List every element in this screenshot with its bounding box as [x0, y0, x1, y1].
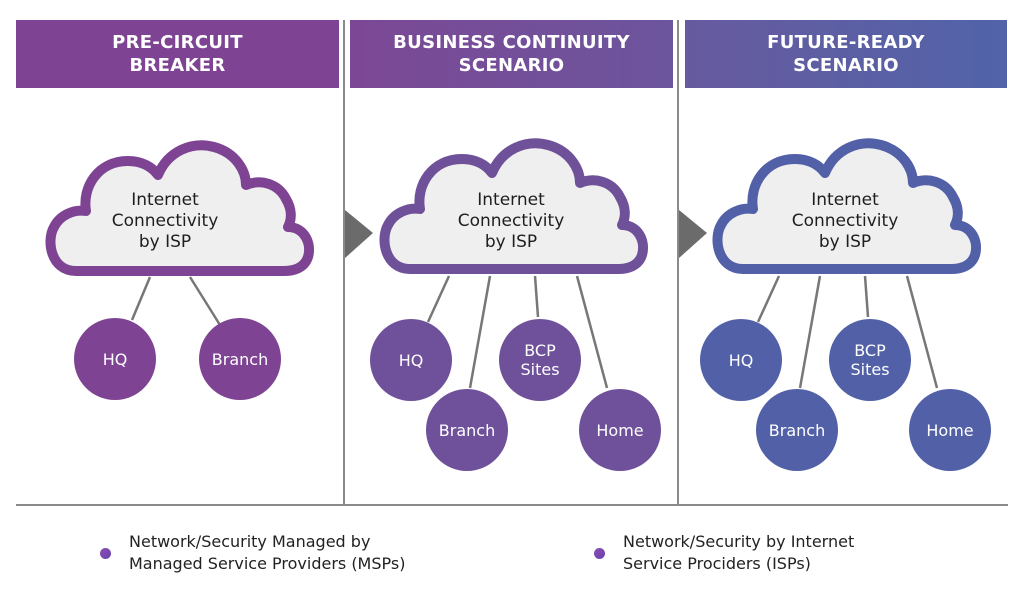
cloud-label-line: by ISP — [818, 232, 872, 252]
legend-item-isp: Network/Security by Internet Service Pro… — [594, 531, 854, 575]
node-label: HQ — [728, 350, 754, 370]
node-label: Branch — [211, 349, 269, 369]
phase-title-line: FUTURE-READY — [767, 32, 925, 53]
connectors-phase-1 — [130, 276, 222, 326]
cloud-label: Internet Connectivity by ISP — [65, 190, 265, 253]
legend-label-line: Network/Security by Internet — [623, 532, 855, 551]
node-label: HQ — [398, 350, 424, 370]
cloud-label: Internet Connectivity by ISP — [411, 190, 611, 253]
cloud-icon — [45, 140, 314, 276]
node-branch: Branch — [426, 389, 508, 471]
connector-line — [468, 275, 492, 389]
phase-title-line: BUSINESS CONTINUITY — [393, 32, 630, 53]
legend-label: Network/Security Managed by Managed Serv… — [129, 531, 405, 575]
phase-header-pre-circuit-breaker: PRE-CIRCUIT BREAKER — [16, 20, 339, 88]
cloud-label-line: Connectivity — [457, 211, 565, 231]
bullet-dot-icon — [594, 547, 605, 559]
node-home: Home — [909, 389, 991, 471]
legend-label-line: Service Prociders (ISPs) — [623, 554, 811, 573]
legend-divider — [16, 504, 1008, 506]
node-hq: HQ — [74, 318, 156, 400]
cloud-label-line: by ISP — [484, 232, 538, 252]
cloud-label-line: by ISP — [138, 232, 192, 252]
node-label: Home — [926, 420, 974, 440]
column-divider — [343, 20, 345, 505]
bullet-dot-icon — [100, 547, 111, 559]
node-label: Branch — [768, 420, 826, 440]
node-label: Sites — [520, 360, 560, 379]
phase-title-line: SCENARIO — [793, 55, 899, 76]
node-label: BCP — [854, 341, 886, 360]
phase-header-business-continuity: BUSINESS CONTINUITY SCENARIO — [350, 20, 673, 88]
connector-line — [798, 275, 822, 389]
legend-item-msp: Network/Security Managed by Managed Serv… — [100, 531, 405, 575]
cloud-icon — [379, 138, 648, 274]
legend-label-line: Network/Security Managed by — [129, 532, 371, 551]
node-branch: Branch — [756, 389, 838, 471]
cloud-label-line: Internet — [477, 190, 545, 210]
connector-line — [575, 275, 609, 389]
arrow-right-icon — [345, 210, 373, 258]
cloud-label-line: Connectivity — [111, 211, 219, 231]
connector-line — [188, 276, 222, 326]
cloud-label: Internet Connectivity by ISP — [745, 190, 945, 253]
node-label: HQ — [102, 349, 128, 369]
connector-line — [863, 275, 870, 318]
connectors-phase-2 — [426, 275, 609, 389]
connector-line — [905, 275, 939, 389]
arrow-right-icon — [679, 210, 707, 258]
phase-title-line: SCENARIO — [458, 55, 565, 76]
node-bcp-sites: BCP Sites — [499, 319, 581, 401]
column-divider — [677, 20, 679, 505]
node-branch: Branch — [199, 318, 281, 400]
connectors-phase-3 — [756, 275, 939, 389]
phase-title-line: PRE-CIRCUIT — [112, 32, 243, 53]
connector-line — [426, 275, 451, 323]
node-label: BCP — [524, 341, 556, 360]
phase-title-line: BREAKER — [129, 55, 226, 76]
cloud-label-line: Internet — [131, 190, 199, 210]
node-label: Home — [596, 420, 644, 440]
node-hq: HQ — [370, 319, 452, 401]
phase-header-future-ready: FUTURE-READY SCENARIO — [685, 20, 1007, 88]
cloud-label-line: Internet — [811, 190, 879, 210]
connector-line — [756, 275, 781, 323]
node-bcp-sites: BCP Sites — [829, 319, 911, 401]
connector-line — [130, 276, 152, 321]
cloud-icon — [712, 138, 981, 274]
legend-label-line: Managed Service Providers (MSPs) — [129, 554, 406, 573]
node-label: Sites — [850, 360, 890, 379]
legend-label: Network/Security by Internet Service Pro… — [623, 531, 854, 575]
cloud-label-line: Connectivity — [791, 211, 899, 231]
connector-line — [533, 275, 540, 318]
node-hq: HQ — [700, 319, 782, 401]
node-home: Home — [579, 389, 661, 471]
node-label: Branch — [438, 420, 496, 440]
